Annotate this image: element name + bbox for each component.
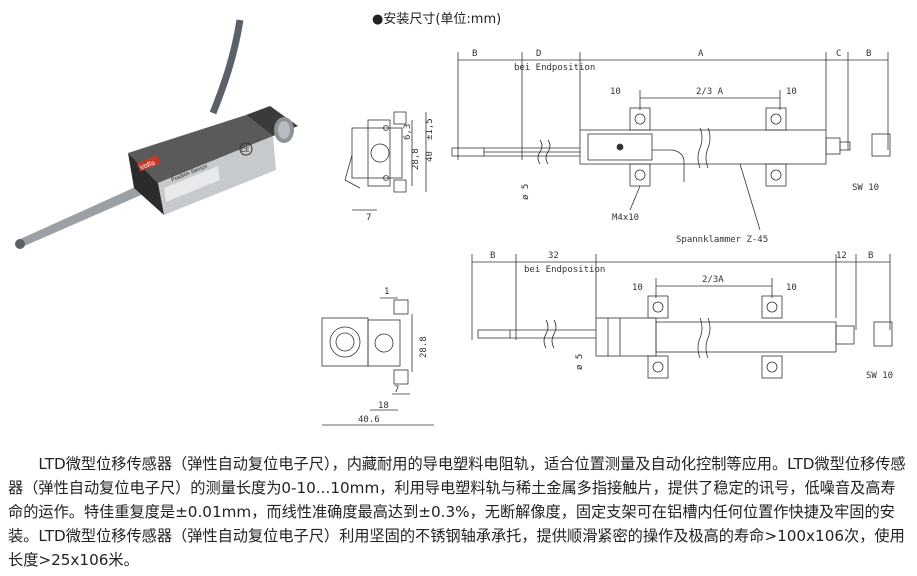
product-photo: Volfa Position Sensor CE (15, 19, 298, 249)
ten-left-top: 10 (610, 87, 621, 97)
two-thirds-a-bottom: 2/3A (702, 275, 724, 285)
bottom-front-view (471, 254, 893, 379)
section-title: ●安装尺寸(单位:mm) (372, 12, 502, 27)
dim-d: D (536, 49, 541, 59)
dim-32: 32 (548, 251, 559, 261)
ten-right-bottom: 10 (786, 283, 797, 293)
bottom-side-view (321, 297, 434, 426)
sensor-cable (209, 19, 244, 115)
ten-left-bottom: 10 (632, 283, 643, 293)
endpos-bottom: bei Endposition (524, 265, 605, 275)
endpos-top: bei Endposition (514, 63, 595, 73)
phi5-top: ø 5 (521, 184, 531, 200)
dim-c: C (836, 49, 841, 59)
dim-12: 12 (836, 251, 847, 261)
ce-mark: CE (241, 148, 249, 154)
sensor-end-cap (246, 106, 298, 143)
dim-28-8-bottom: 28.8 (419, 336, 429, 358)
dim-6-3: 6,3 (403, 124, 413, 140)
dim-1: 1 (384, 287, 389, 297)
dim-b-right-bottom: B (868, 251, 873, 261)
product-description: LTD微型位移传感器（弹性自动复位电子尺），内藏耐用的导电塑料电阻轨，适合位置测… (8, 455, 906, 569)
installation-drawing: 28,8 40 6,3 ±1,5 7 (321, 49, 893, 426)
dim-1-5: ±1,5 (425, 118, 435, 140)
sensor-body: Volfa Position Sensor CE (128, 115, 276, 215)
two-thirds-a-top: 2/3 A (696, 87, 724, 97)
dim-a: A (698, 49, 704, 59)
dim-7-bottom: 7 (394, 385, 399, 395)
phi5-bottom: ø 5 (575, 354, 585, 370)
dim-40-top: 40 (425, 151, 435, 162)
top-front-view (451, 52, 891, 231)
ten-right-top: 10 (786, 87, 797, 97)
dim-28-8-top: 28,8 (411, 148, 421, 170)
sw10-top: SW 10 (852, 183, 879, 193)
dim-b-left-top: B (472, 49, 477, 59)
sw10-bottom: SW 10 (866, 371, 893, 381)
sensor-rod (15, 184, 148, 249)
dim-18: 18 (378, 401, 389, 411)
dim-b-left-bottom: B (490, 251, 495, 261)
top-side-view (344, 111, 427, 211)
clamp-label: Spannklammer Z-45 (676, 235, 768, 245)
dim-b-right-top: B (866, 49, 871, 59)
m4x10-label: M4x10 (612, 213, 639, 223)
dim-7-top: 7 (366, 213, 371, 223)
dim-40-6: 40.6 (358, 415, 380, 425)
